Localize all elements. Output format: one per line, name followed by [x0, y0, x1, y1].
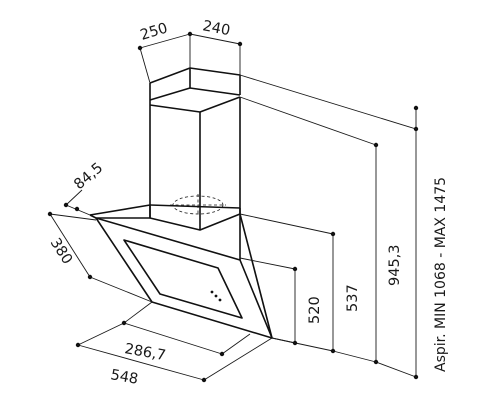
hood-top-ledge	[89, 204, 241, 231]
dim-label-chimney-depth: 250	[138, 20, 169, 43]
hood-glass-panel	[123, 239, 243, 319]
dim-380-ext	[89, 276, 153, 303]
height-ext-top	[239, 74, 417, 130]
dimension-right: 520 537 945,3 Aspir. MIN 1068 - MAX 1475	[239, 74, 449, 380]
dim-dot	[137, 45, 143, 51]
dim-label-bottom-inner-width: 286,7	[123, 341, 167, 364]
dim-2867-ext-1	[123, 301, 153, 324]
dim-dot	[373, 142, 379, 148]
dim-dot	[292, 340, 298, 346]
dim-dot	[413, 374, 419, 380]
dim-label-hood-side-depth: 380	[47, 235, 75, 267]
control-button-2	[214, 294, 218, 298]
dim-label-chimney-width: 240	[201, 18, 231, 39]
dim-dot	[87, 274, 93, 280]
dim-dot	[75, 342, 81, 348]
dim-dot	[237, 41, 243, 47]
dim-dot	[201, 377, 207, 383]
dim-dot	[373, 359, 379, 365]
dim-dot	[187, 31, 193, 37]
dimension-bottom: 286,7 548	[75, 301, 273, 388]
control-button-1	[210, 290, 214, 294]
hood-top-back-line	[149, 204, 241, 209]
dim-label-hood-front-depth: 84,5	[71, 160, 106, 193]
chimney-upper-lip-front	[149, 96, 241, 113]
height-ext-bottom-3	[332, 350, 377, 363]
dim-240-line	[189, 33, 241, 45]
dim-2867-ext-2	[221, 333, 251, 355]
dim-dot	[413, 105, 419, 111]
height-ext-bottom-2	[271, 337, 334, 352]
dimension-top: 250 240	[137, 18, 243, 84]
dim-dot	[292, 266, 298, 272]
dim-dot	[47, 211, 53, 217]
dim-label-bottom-total-width: 548	[109, 367, 139, 388]
dim-548-line	[77, 344, 205, 381]
dim-label-height-total: 945,3	[387, 244, 403, 286]
control-button-3	[218, 298, 222, 302]
dim-380-line	[49, 213, 91, 278]
chimney-top-front-edge	[149, 67, 191, 88]
dim-250-line	[139, 33, 191, 49]
dim-dot	[74, 206, 80, 212]
dim-250-ext-1	[139, 47, 151, 84]
dim-2867-line	[123, 322, 223, 355]
height-ext-hood-top	[239, 257, 296, 270]
hood-side-back-edge	[239, 213, 273, 339]
dim-845-ext-2	[49, 213, 97, 221]
dim-dot	[121, 320, 127, 326]
dim-845-line	[65, 189, 83, 206]
chimney-upper-lip	[149, 87, 241, 101]
hood-top-ledge-back	[89, 214, 150, 219]
dim-label-height-chimney-base: 537	[345, 284, 361, 312]
dim-548-ext-2	[203, 337, 273, 381]
dimension-left: 84,5 380	[47, 160, 153, 303]
dim-548-ext-1	[77, 322, 125, 346]
dim-dot	[63, 202, 69, 208]
dim-dot	[330, 348, 336, 354]
dim-dot	[330, 231, 336, 237]
height-ext-chimney-base	[239, 213, 334, 235]
dim-label-aspiration-range: Aspir. MIN 1068 - MAX 1475	[433, 177, 449, 372]
hood-body	[89, 204, 273, 339]
chimney	[149, 67, 241, 230]
dim-dot	[219, 351, 225, 357]
height-ext-chimney-top	[239, 96, 377, 146]
dim-dot	[413, 126, 419, 132]
dim-label-height-body: 520	[307, 296, 323, 324]
height-ext-bottom-4	[375, 361, 417, 378]
